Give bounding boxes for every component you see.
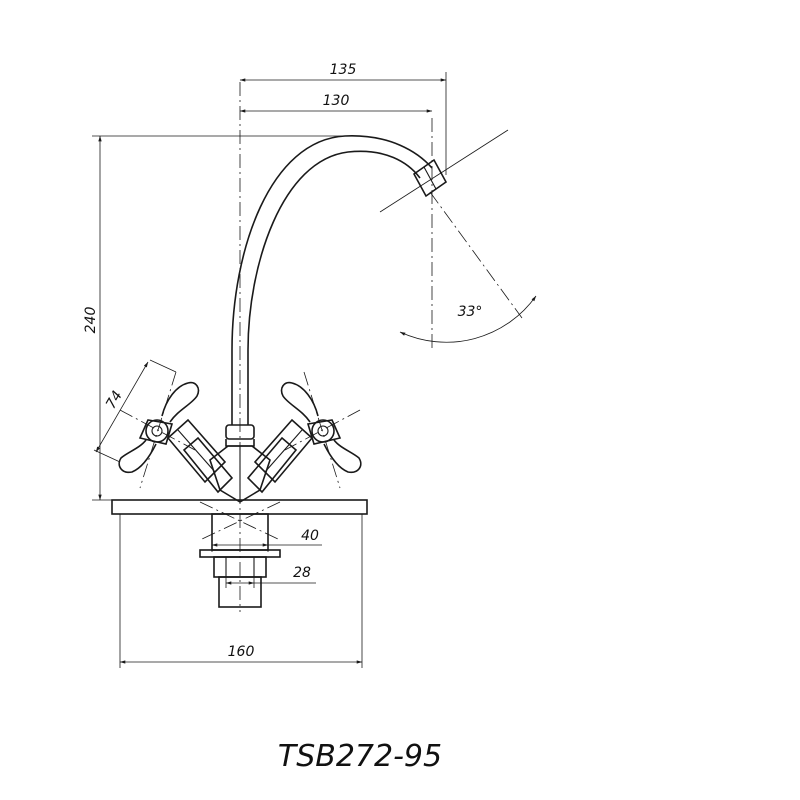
dimension-160: 160 [119,514,363,668]
aerator-tip [412,158,448,198]
model-title: TSB272-95 [278,739,442,774]
dim-label-160: 160 [228,644,255,660]
spout [225,135,448,447]
dimension-28: 28 [225,565,316,588]
dim-label-40: 40 [301,528,319,544]
dimension-33-degrees: 33° [399,295,537,343]
dimension-130: 130 [239,93,433,113]
dim-label-240: 240 [83,307,99,334]
dimension-240: 240 [83,135,348,501]
dimension-40: 40 [211,514,322,552]
dim-label-74: 74 [103,388,126,411]
dim-label-33: 33° [458,304,483,320]
left-handle-axis [119,371,196,489]
dimension-135: 135 [239,62,447,175]
dim-label-135: 135 [330,62,357,78]
dim-label-28: 28 [293,565,311,581]
dim-label-130: 130 [323,93,350,109]
dimension-74: 74 [93,359,177,463]
left-valve [166,418,234,494]
right-cross-handle [280,381,362,474]
center-lines [199,82,523,612]
right-handle-axis [284,371,361,489]
right-valve [246,418,314,494]
